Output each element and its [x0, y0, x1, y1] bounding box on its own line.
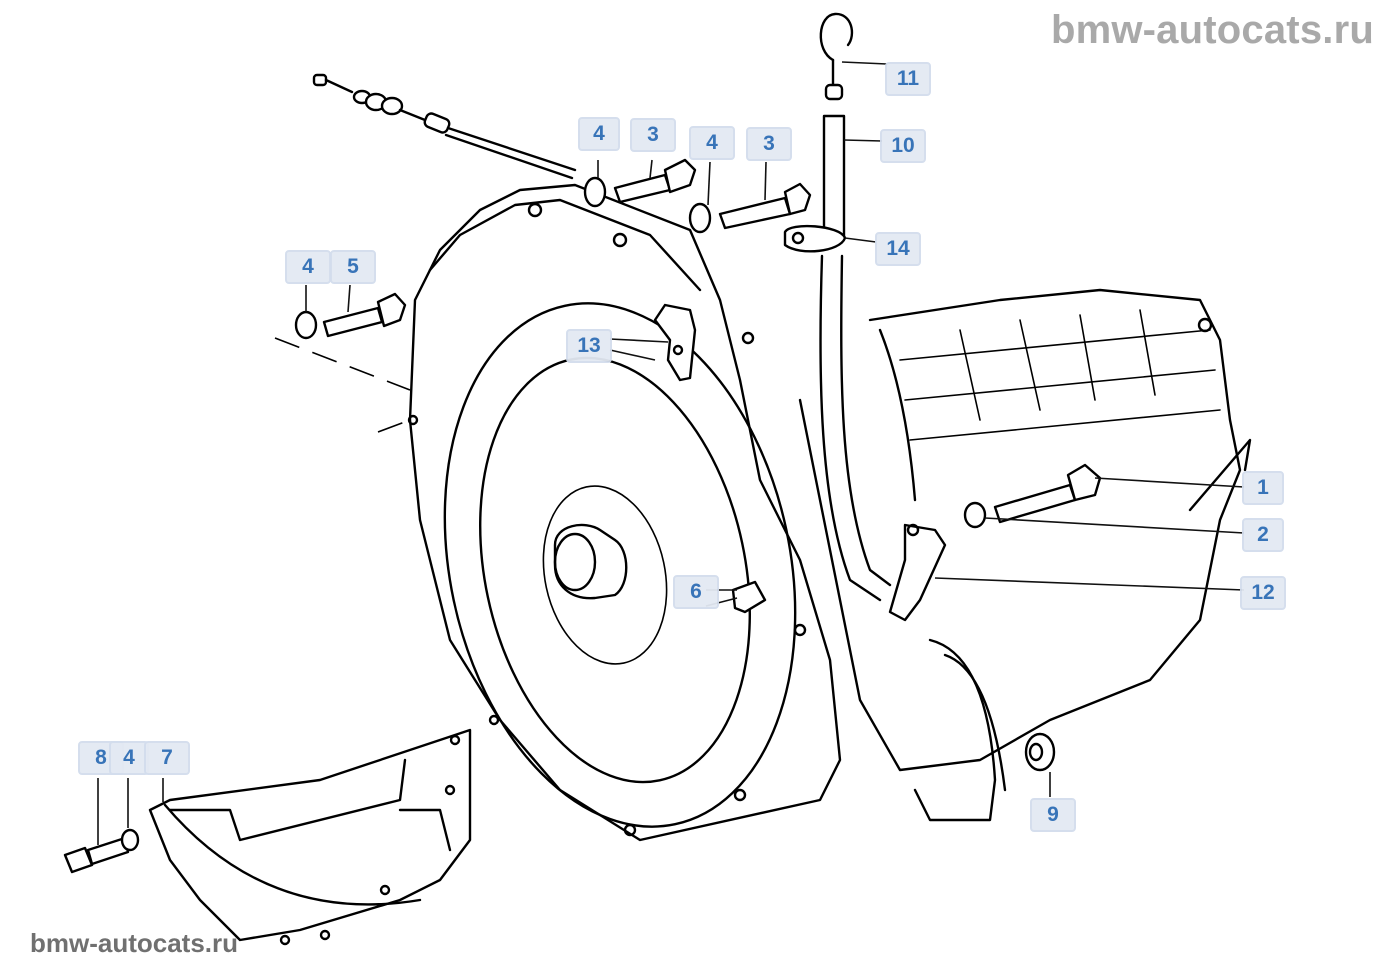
callout-12[interactable]: 12	[1240, 576, 1286, 610]
callout-3-top-right[interactable]: 3	[746, 127, 792, 161]
callout-13[interactable]: 13	[566, 329, 612, 363]
callout-4-top-left[interactable]: 4	[578, 117, 620, 151]
holder-bracket	[888, 523, 1007, 822]
callout-7[interactable]: 7	[144, 741, 190, 775]
throttle-cable	[312, 73, 577, 180]
bracket-13	[653, 303, 697, 382]
callout-6[interactable]: 6	[673, 575, 719, 609]
hardware-bottom-left	[63, 828, 140, 874]
callout-9[interactable]: 9	[1030, 798, 1076, 832]
callout-4-top-right[interactable]: 4	[689, 126, 735, 160]
watermark-top: bmw-autocats.ru	[1050, 8, 1374, 52]
callout-11[interactable]: 11	[885, 62, 931, 96]
callout-14[interactable]: 14	[875, 232, 921, 266]
gearbox-case	[798, 288, 1252, 772]
callout-2[interactable]: 2	[1242, 518, 1284, 552]
hardware-top	[274, 158, 812, 433]
cover-plate	[148, 728, 472, 946]
oil-filler-tube	[783, 12, 892, 602]
watermark-bottom: bmw-autocats.ru	[30, 928, 239, 958]
callout-4-bottom[interactable]: 4	[109, 741, 149, 775]
torque-converter	[443, 302, 797, 828]
callout-4-left[interactable]: 4	[285, 250, 331, 284]
callout-5[interactable]: 5	[330, 250, 376, 284]
callout-3-top-left[interactable]: 3	[630, 118, 676, 152]
hardware-right	[731, 463, 1102, 772]
callout-10[interactable]: 10	[880, 129, 926, 163]
bell-housing	[407, 183, 842, 842]
callout-1[interactable]: 1	[1242, 471, 1284, 505]
